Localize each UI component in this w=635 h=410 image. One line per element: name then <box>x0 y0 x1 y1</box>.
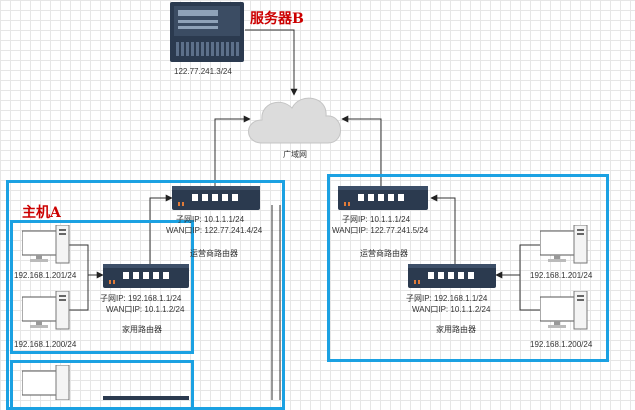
left-isp-router-icon[interactable] <box>172 186 260 212</box>
connection-lines <box>68 29 540 400</box>
right-pc-2-icon[interactable] <box>539 290 588 333</box>
left-home-wan: WAN口IP: 10.1.1.2/24 <box>106 305 185 314</box>
left-isp-wan: WAN口IP: 122.77.241.4/24 <box>166 226 263 235</box>
right-isp-subnet: 子网IP: 10.1.1.1/24 <box>342 215 411 224</box>
right-pc-1-icon[interactable] <box>539 224 588 267</box>
left-pc-2-icon[interactable] <box>21 290 70 333</box>
left-home-router-icon[interactable] <box>103 264 189 290</box>
right-home-wan: WAN口IP: 10.1.1.2/24 <box>412 305 491 314</box>
left-pc-2-ip: 192.168.1.200/24 <box>14 340 77 349</box>
wan-label: 广域网 <box>283 150 307 159</box>
left-pc-1-ip: 192.168.1.201/24 <box>14 271 77 280</box>
right-home-name: 家用路由器 <box>436 325 476 334</box>
right-isp-wan: WAN口IP: 122.77.241.5/24 <box>332 226 429 235</box>
left-lower-router-icon[interactable] <box>103 396 189 400</box>
left-pc-3-icon[interactable] <box>21 364 70 401</box>
server-title: 服务器B <box>250 11 304 27</box>
right-pc-1-ip: 192.168.1.201/24 <box>530 271 593 280</box>
left-isp-name: 运营商路由器 <box>190 249 238 258</box>
right-pc-2-ip: 192.168.1.200/24 <box>530 340 593 349</box>
server-icon[interactable] <box>170 2 244 62</box>
server-ip: 122.77.241.3/24 <box>174 67 232 76</box>
host-a-title: 主机A <box>22 205 61 221</box>
right-isp-router-icon[interactable] <box>338 186 428 212</box>
right-network-box <box>327 174 609 362</box>
right-home-subnet: 子网IP: 192.168.1.1/24 <box>406 294 488 303</box>
left-pc-1-icon[interactable] <box>21 224 70 267</box>
right-home-router-icon[interactable] <box>408 264 496 290</box>
left-isp-subnet: 子网IP: 10.1.1.1/24 <box>176 215 245 224</box>
left-home-name: 家用路由器 <box>122 325 162 334</box>
cloud-icon <box>248 97 341 144</box>
right-isp-name: 运营商路由器 <box>360 249 408 258</box>
left-home-network-box <box>10 220 194 354</box>
left-home-subnet: 子网IP: 192.168.1.1/24 <box>100 294 182 303</box>
